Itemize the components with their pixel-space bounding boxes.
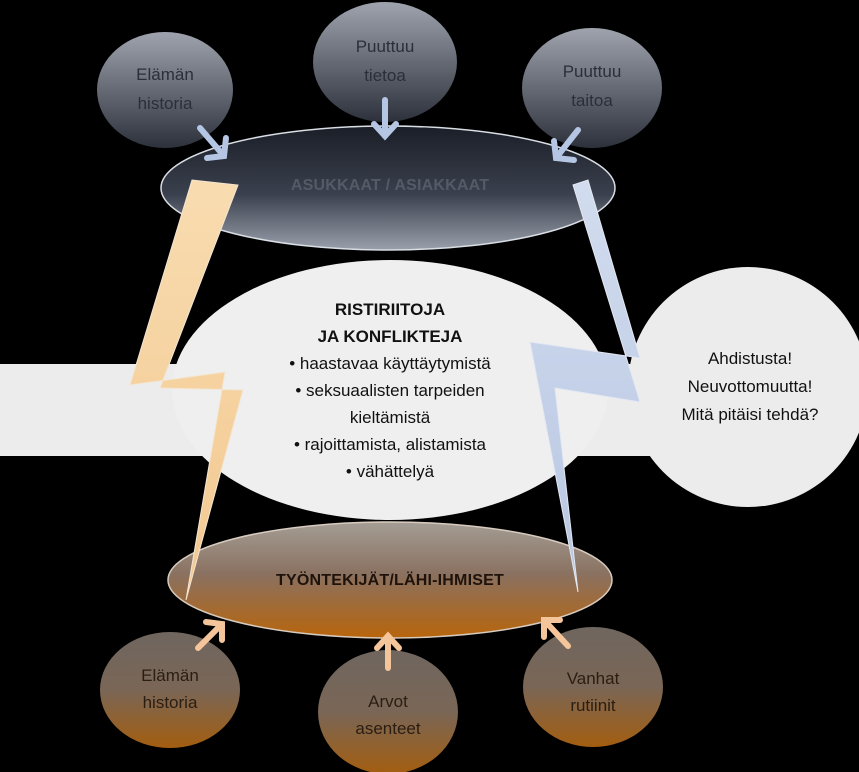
arrow-top-right [551,127,581,163]
label-line: Elämän [141,666,199,685]
label-line: Puuttuu [562,62,622,81]
arrow-top-center [371,97,399,141]
label-line: historia [137,94,193,113]
label-line: tietoa [364,66,406,85]
top-circle-1-label: Elämän historia [105,60,225,118]
top-band-label: ASUKKAAT / ASIAKKAAT [290,177,490,194]
right-bubble-line: Neuvottomuutta! [687,377,813,396]
center-bullet: • vähättelyä [345,462,435,481]
arrow-bottom-left [195,619,225,651]
center-text: RISTIRIITOJA JA KONFLIKTEJA • haastavaa … [240,296,540,485]
lightning-bolt-right [529,179,641,593]
top-circle-puuttuu-taitoa [522,28,662,148]
bottom-circle-3-label: Vanhat rutiinit [533,665,653,719]
arrow-bottom-center [374,631,402,671]
bottom-circle-elaman-historia [100,632,240,748]
lightning-bolt-left [129,179,244,601]
top-circle-3-label: Puuttuu taitoa [532,57,652,115]
center-ellipse [172,260,608,520]
label-line: Arvot [368,692,408,711]
arrow-top-left [197,125,229,161]
right-bubble-text: Ahdistusta! Neuvottomuutta! Mitä pitäisi… [660,345,840,429]
center-bullet: • seksuaalisten tarpeiden [295,381,485,400]
arrow-bottom-right [541,617,571,649]
right-bubble [628,267,859,507]
bottom-circle-1-label: Elämän historia [110,662,230,716]
right-bubble-line: Mitä pitäisi tehdä? [681,405,819,424]
top-circle-elaman-historia [97,32,233,148]
right-bubble-line: Ahdistusta! [707,349,793,368]
bottom-circle-arvot-asenteet [318,650,458,772]
top-circle-2-label: Puuttuu tietoa [325,32,445,90]
bottom-band-label: TYÖNTEKIJÄT/LÄHI-IHMISET [276,572,504,589]
center-heading-line: RISTIRIITOJA [334,300,446,319]
center-bullet: kieltämistä [349,408,431,427]
label-line: Vanhat [566,669,620,688]
center-bullet: • haastavaa käyttäytymistä [289,354,491,373]
label-line: Elämän [136,65,194,84]
label-line: Puuttuu [355,37,415,56]
center-heading-line: JA KONFLIKTEJA [317,327,463,346]
label-line: rutiinit [570,696,616,715]
label-line: taitoa [571,91,613,110]
label-line: historia [142,693,198,712]
top-circle-puuttuu-tietoa [313,2,457,122]
bottom-circle-2-label: Arvot asenteet [328,688,448,742]
center-bullet: • rajoittamista, alistamista [293,435,487,454]
label-line: asenteet [355,719,421,738]
bottom-circle-vanhat-rutiinit [523,627,663,747]
